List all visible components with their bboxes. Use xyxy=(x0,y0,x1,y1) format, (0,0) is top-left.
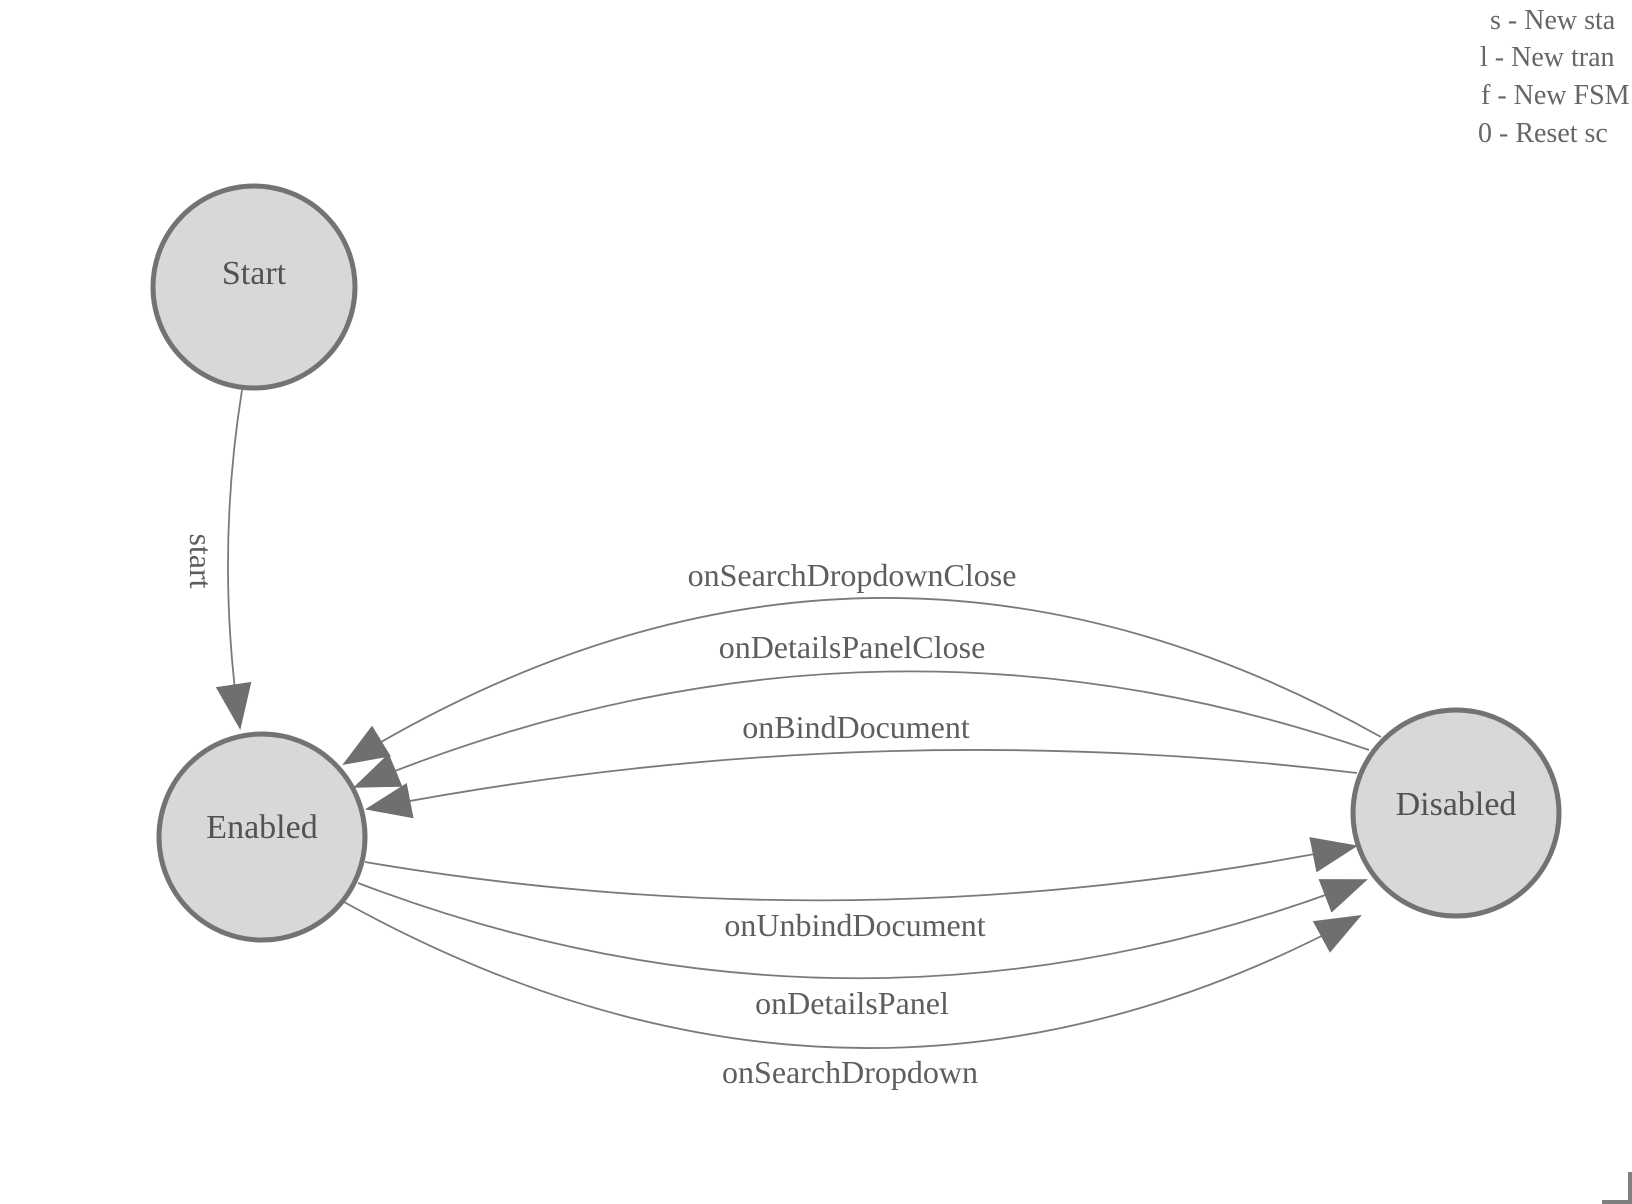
transition-edge-ondetailspanelclose[interactable] xyxy=(353,670,1370,788)
legend-line-new-transition: l - New tran xyxy=(1480,42,1615,73)
transition-edge-onunbinddocument[interactable] xyxy=(364,837,1358,902)
resize-corner-horizontal-bar xyxy=(1602,1200,1632,1204)
resize-corner xyxy=(1602,1172,1632,1204)
state-node-start[interactable] xyxy=(150,183,358,391)
state-node-enabled[interactable] xyxy=(156,731,368,943)
state-label-disabled: Disabled xyxy=(1396,786,1517,823)
transition-label-onunbinddocument[interactable]: onUnbindDocument xyxy=(724,907,985,943)
transition-edge-ondetailspanel[interactable] xyxy=(357,879,1368,980)
state-label-enabled: Enabled xyxy=(206,809,317,846)
resize-corner-vertical-bar xyxy=(1628,1172,1632,1204)
legend-line-new-fsm: f - New FSM xyxy=(1481,80,1630,111)
legend-line-new-state: s - New sta xyxy=(1490,5,1616,36)
state-node-disabled[interactable] xyxy=(1350,707,1562,919)
transition-label-onbinddocument[interactable]: onBindDocument xyxy=(742,709,970,745)
transition-edge-onbinddocument[interactable] xyxy=(365,749,1358,819)
legend-line-reset: 0 - Reset sc xyxy=(1478,118,1608,149)
transition-label-onsearchdropdownclose[interactable]: onSearchDropdownClose xyxy=(688,557,1017,593)
shortcut-legend: s - New sta l - New tran f - New FSM 0 -… xyxy=(1478,5,1630,149)
transition-edge-onsearchdropdown[interactable] xyxy=(343,901,1362,1049)
transition-label-start[interactable]: start xyxy=(183,533,219,588)
transition-edge-onsearchdropdownclose[interactable] xyxy=(342,597,1382,766)
transition-label-onsearchdropdown[interactable]: onSearchDropdown xyxy=(722,1054,978,1090)
transition-label-ondetailspanelclose[interactable]: onDetailsPanelClose xyxy=(719,629,986,665)
transition-edge-start[interactable] xyxy=(215,389,252,730)
state-label-start: Start xyxy=(222,255,287,292)
transition-label-ondetailspanel[interactable]: onDetailsPanel xyxy=(755,985,949,1021)
